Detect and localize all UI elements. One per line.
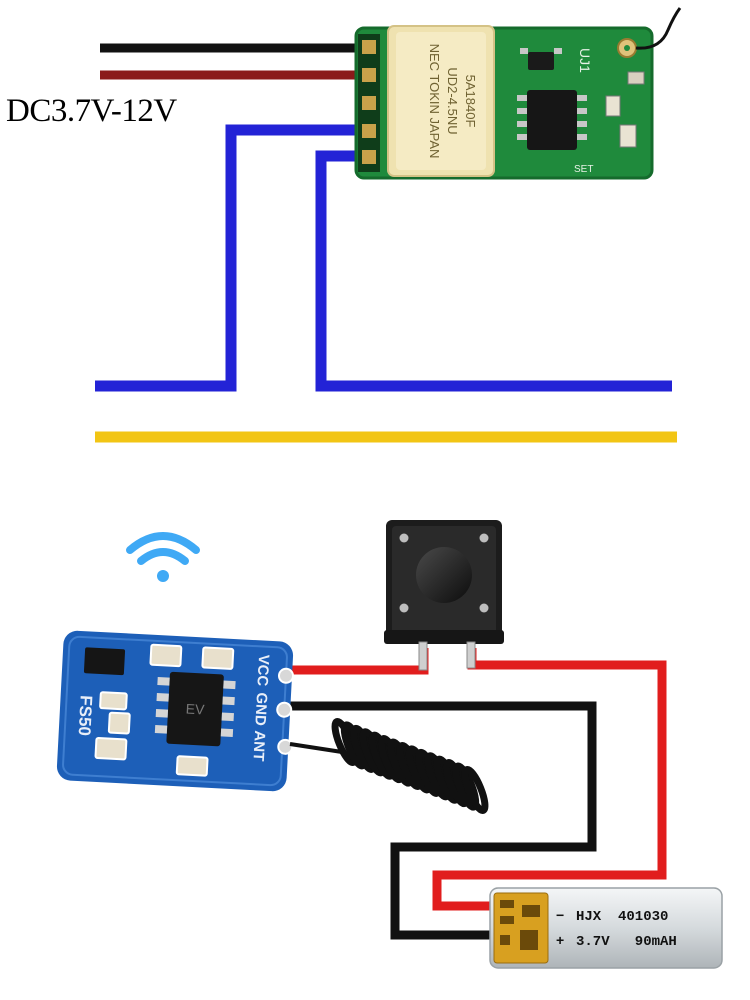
receiver-chip: [527, 90, 577, 150]
battery-model-text: HJX 401030: [576, 909, 668, 925]
pin-label-gnd: GND: [251, 692, 270, 726]
transmitter-chip-mark: EV: [185, 701, 205, 718]
battery-sign-plus: +: [556, 932, 564, 948]
load-blue-wires: [95, 124, 672, 392]
switch-button: [416, 547, 472, 603]
receiver-antenna-wire: [635, 7, 682, 50]
coil-antenna: [289, 717, 489, 815]
pin-label-ant: ANT: [249, 730, 268, 762]
battery-rating-text: 3.7V 90mAH: [576, 934, 677, 950]
black-wire-gnd-to-battery: [280, 701, 597, 940]
blue-wire-left: [95, 124, 376, 392]
lipo-battery: − HJX 401030 + 3.7V 90mAH: [489, 887, 723, 969]
pin-label-vcc: VCC: [253, 654, 272, 687]
receiver-module: 5A1840F UD2-4.5NU NEC TOKIN JAPAN UJ1 SE…: [354, 7, 682, 180]
receiver-silk-uj1: UJ1: [577, 48, 593, 73]
relay-text-2: UD2-4.5NU: [445, 67, 460, 134]
transmitter-module: EV FS50 VCC GND ANT: [56, 630, 294, 792]
wifi-icon: [126, 532, 200, 582]
red-wire-vcc-to-switch: [280, 648, 429, 675]
coil-turn: [461, 765, 489, 815]
board-label-fs50: FS50: [75, 695, 96, 737]
supply-voltage-label: DC3.7V-12V: [6, 93, 177, 129]
tactile-switch: [384, 520, 504, 671]
relay-text-1: 5A1840F: [463, 75, 478, 128]
ant-pad: [277, 738, 294, 755]
transmitter-chip: [166, 671, 224, 747]
relay-text-3: NEC TOKIN JAPAN: [427, 44, 442, 159]
blue-wire-right: [315, 150, 672, 392]
receiver-silk-set: SET: [574, 164, 593, 175]
battery-sign-minus: −: [556, 907, 564, 923]
supply-wires: [100, 43, 362, 80]
